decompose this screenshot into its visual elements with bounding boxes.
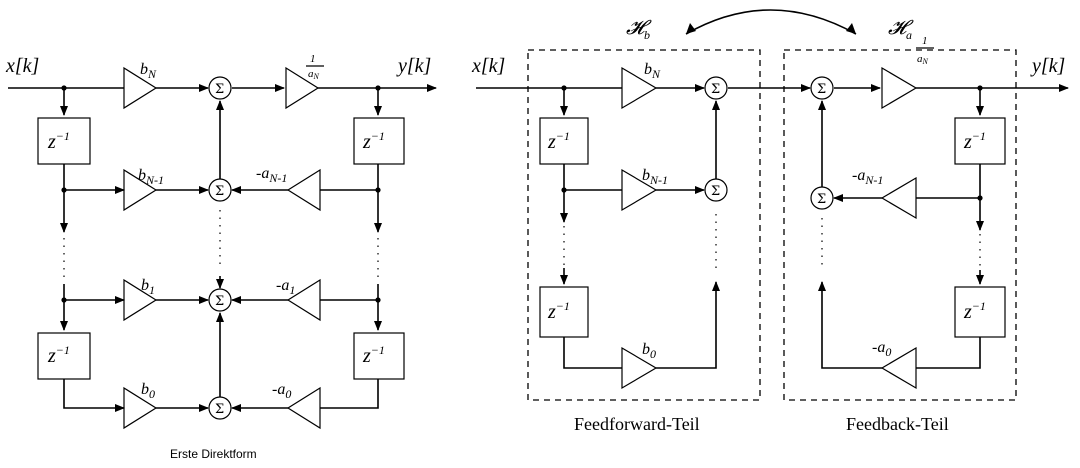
left-output-label: y[k] — [396, 55, 431, 77]
left-gain-a1 — [286, 278, 321, 322]
left-gain-1-over-aN — [285, 66, 320, 110]
right-ff-sum-top — [704, 76, 728, 100]
left-fb-delay-1 — [353, 117, 405, 165]
right-out-gain-den: aN — [917, 53, 929, 66]
left-gain-bN-label: bN — [140, 61, 157, 81]
right-output-label: y[k] — [1030, 55, 1065, 77]
left-gain-a1-label: -a1 — [276, 277, 295, 297]
swap-arrow — [685, 9, 857, 35]
left-gain-b0-label: b0 — [141, 381, 155, 401]
right-fb-delay-1 — [954, 117, 1006, 165]
left-out-gain-num: 1 — [310, 53, 316, 65]
right-gain-aN-1-label: -aN-1 — [852, 167, 883, 187]
hb-label: 𝓗b — [626, 17, 652, 42]
left-gain-aN-1-label: -aN-1 — [256, 165, 287, 185]
left-input-label: x[k] — [5, 55, 39, 77]
right-gain-bN-1-label: bN-1 — [642, 167, 668, 187]
right-gain-bN-1 — [621, 168, 658, 212]
left-sum-top-symbol: Σ — [215, 82, 224, 97]
feedforward-caption: Feedforward-Teil — [574, 414, 700, 434]
left-gain-b1-label: b1 — [141, 277, 155, 297]
right-gain-b0-label: b0 — [642, 341, 656, 361]
left-out-gain-den: aN — [308, 68, 320, 81]
right-diagram: 𝓗b 𝓗a x[k] y[k] bN Σ z−1 bN-1 Σ — [471, 9, 1069, 434]
right-ff-delay-1 — [539, 117, 589, 165]
left-diagram: x[k] y[k] bN bN-1 b1 b0 Σ Σ Σ Σ z−1 — [5, 53, 437, 461]
right-out-gain-num: 1 — [922, 35, 928, 47]
left-sum-3-symbol: Σ — [215, 294, 224, 309]
feedback-block — [783, 49, 1017, 401]
right-gain-1-over-aN — [881, 66, 918, 110]
right-ff-sum-2-symbol: Σ — [711, 184, 720, 199]
left-gain-aN-1 — [286, 168, 321, 212]
right-gain-aN-1 — [880, 176, 917, 220]
ha-label: 𝓗a — [888, 17, 914, 42]
left-sum-2-symbol: Σ — [215, 184, 224, 199]
right-fb-delay-2 — [954, 286, 1006, 338]
right-gain-bN — [621, 66, 658, 110]
left-gain-bN-1-label: bN-1 — [138, 167, 164, 187]
right-gain-bN-label: bN — [644, 61, 661, 81]
right-gain-a0-label: -a0 — [872, 339, 891, 359]
left-fb-delay-2 — [353, 332, 405, 380]
left-delay-2 — [37, 332, 91, 380]
left-sum-top — [208, 76, 232, 100]
left-sum-bottom-symbol: Σ — [215, 402, 224, 417]
right-fb-sum-2-symbol: Σ — [817, 192, 826, 207]
left-delay-1 — [37, 117, 91, 165]
feedback-caption: Feedback-Teil — [846, 414, 949, 434]
right-input-label: x[k] — [471, 55, 505, 77]
right-fb-sum-top — [810, 76, 834, 100]
feedforward-block — [527, 49, 761, 401]
left-gain-bN — [123, 66, 158, 110]
right-gain-b0 — [621, 346, 658, 390]
left-gain-a0-label: -a0 — [272, 381, 291, 401]
right-fb-sum-top-symbol: Σ — [817, 82, 826, 97]
left-gain-a0 — [286, 386, 321, 430]
left-caption: Erste Direktform — [170, 447, 257, 461]
right-ff-sum-top-symbol: Σ — [711, 82, 720, 97]
right-gain-a0 — [880, 346, 917, 390]
